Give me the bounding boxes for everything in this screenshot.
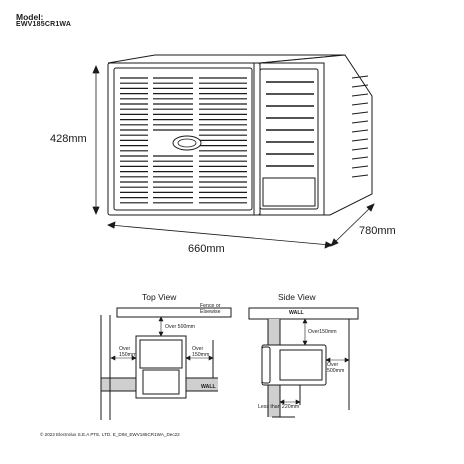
side-vent-slat [351,120,369,124]
side-view-less-than-label: Less than 220mm [258,404,300,410]
width-arrow-left [107,221,116,229]
side-vent-slat [351,111,369,115]
control-panel-window [259,68,319,210]
top-view-fence [116,307,232,318]
depth-dimension-line [332,205,373,245]
top-view-fence-label: Fence or Elsewise [200,303,221,315]
side-vent-slat [351,84,369,88]
unit-side-face [259,54,373,216]
side-vent-slat [351,174,369,178]
depth-arrow-top [366,203,375,212]
width-dimension-label: 660mm [188,243,225,255]
side-view-over-top-label: Over150mm [308,329,337,335]
louvre-box [262,177,316,207]
width-arrow-right [324,241,333,249]
side-view-unit [261,344,327,386]
height-dimension-label: 428mm [50,133,87,145]
side-vent-slat [351,165,369,169]
height-arrow-top [92,64,100,74]
side-view-ceiling [248,307,359,320]
side-vent-slat [351,129,369,133]
control-louvres [266,81,314,167]
top-view-wall-label: WALL [201,384,216,390]
control-panel [253,62,325,216]
side-view-title: Side View [278,292,316,302]
side-vent-slat [351,156,369,160]
top-view-unit [135,335,187,399]
depth-dimension-label: 780mm [359,225,396,237]
copyright-footer: © 2022 Electrolux S.E.A PTE. LTD. E_DIM_… [40,432,180,437]
brand-logo-oval [172,135,202,151]
side-vents [351,75,369,178]
unit-front-panel [113,67,253,211]
model-code: EWV185CR1WA [16,21,72,28]
top-view-over-left-label: Over 150mm [119,346,137,358]
side-view-wall-label: WALL [289,310,304,316]
model-label: Model: [16,12,44,22]
front-grille [120,77,247,204]
side-vent-slat [351,93,369,97]
depth-arrow-bottom [330,238,339,247]
width-dimension-line [109,224,331,246]
side-vent-slat [351,102,369,106]
top-view-title: Top View [142,292,177,302]
side-vent-slat [351,138,369,142]
brand-logo-inner [177,138,197,148]
top-view-over-right-label: Over 150mm [192,346,210,358]
top-view-over-top-label: Over 500mm [165,324,195,330]
height-arrow-bottom [92,206,100,216]
side-vent-slat [351,75,369,79]
side-view-over-right-label: Over 500mm [327,362,345,374]
side-vent-slat [351,147,369,151]
